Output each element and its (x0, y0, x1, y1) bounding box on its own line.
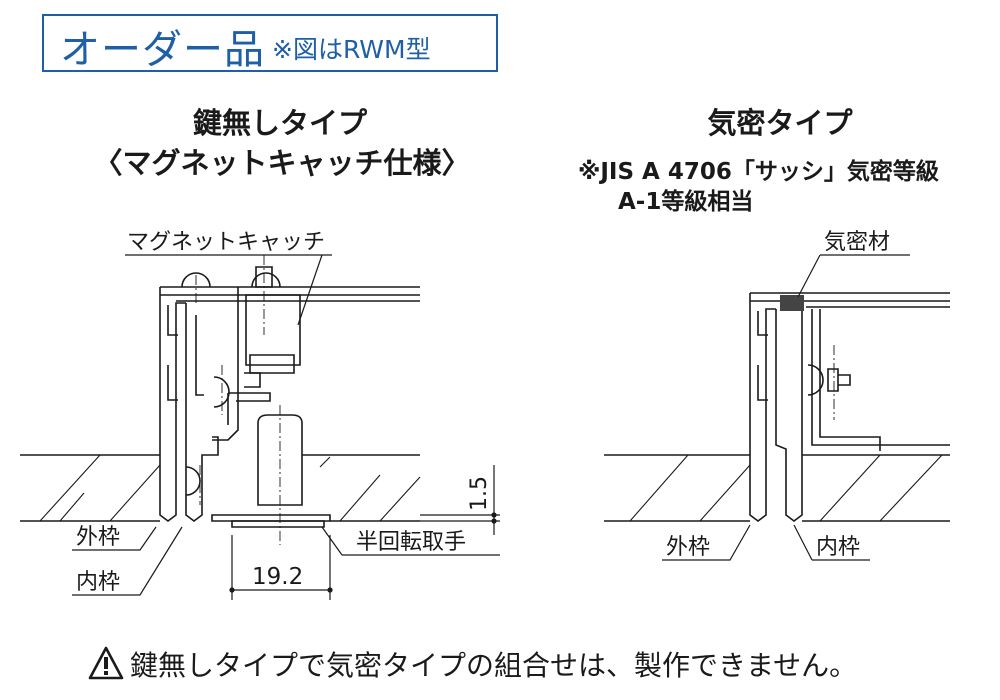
dimension-width: 19.2 (252, 564, 303, 590)
handle-body (257, 414, 303, 506)
magnet-catch-body (245, 294, 301, 366)
keyless-subheading: 〈マグネットキャッチ仕様〉 (93, 146, 471, 180)
magnet-bracket (212, 287, 239, 441)
magnet-leader (125, 254, 332, 326)
label-magnet-catch: マグネットキャッチ (127, 230, 325, 255)
keyless-section-diagram: マグネットキャッチ 外枠 内枠 半回転取手 19.2 1.5 (20, 230, 500, 600)
seal-material (780, 295, 804, 311)
airtight-spec-line1: ※JIS A 4706「サッシ」気密等級 (578, 159, 939, 185)
label-handle: 半回転取手 (356, 530, 466, 555)
header-box (42, 14, 498, 72)
airtight-spec-line2: A-1等級相当 (618, 189, 754, 215)
header-title: オーダー品 (60, 27, 265, 73)
label-outer-frame: 外枠 (76, 525, 120, 550)
airtight-heading: 気密タイプ (707, 106, 853, 140)
warning-text: 鍵無しタイプで気密タイプの組合せは、製作できません。 (130, 649, 858, 682)
inner-frame-profile (775, 309, 803, 522)
handle-plate (231, 520, 325, 528)
outer-frame-profile (749, 293, 776, 522)
outer-frame-profile (159, 287, 186, 522)
label-seal-material: 気密材 (824, 230, 890, 255)
label-inner-frame: 内枠 (76, 570, 120, 595)
label-outer-frame: 外枠 (666, 535, 710, 560)
keyless-heading: 鍵無しタイプ (192, 106, 367, 140)
top-panel-lines (160, 286, 420, 302)
warning-triangle-icon (88, 646, 124, 680)
inner-frame-profile (185, 303, 219, 522)
label-inner-frame: 内枠 (816, 535, 860, 560)
dimension-height: 1.5 (467, 476, 492, 511)
airtight-section-diagram: 気密材 外枠 内枠 (604, 230, 950, 561)
header-note: ※図はRWM型 (272, 35, 431, 64)
